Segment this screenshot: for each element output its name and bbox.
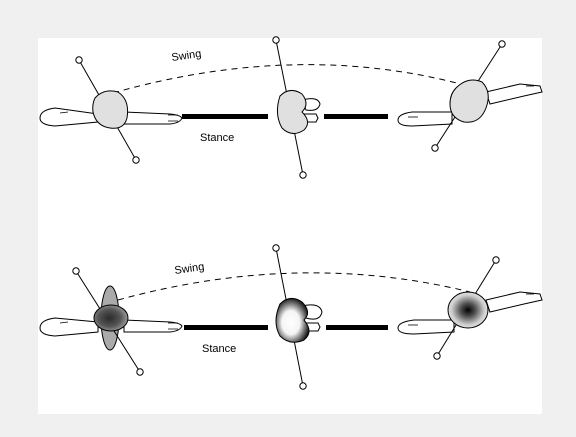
swimmer-left <box>39 56 183 164</box>
arm-left-extended <box>39 317 99 337</box>
arm-left-extended <box>397 111 453 127</box>
arm-right-extended <box>123 111 183 125</box>
stance-label: Stance <box>200 132 234 144</box>
arm-right-extended <box>485 83 543 105</box>
stance-label: Stance <box>202 343 236 355</box>
bottom-panel: Swing Stance <box>39 244 543 390</box>
axis-endpoint-bottom <box>136 368 144 376</box>
axis-endpoint-top <box>72 267 80 275</box>
swimmer-middle <box>272 36 321 179</box>
stance-bar-left <box>184 325 268 330</box>
arm-right-extended <box>123 319 183 333</box>
swimmer-bottom-left <box>39 267 183 376</box>
top-panel: Swing Stance <box>39 36 543 179</box>
hand-lines <box>168 114 178 122</box>
axis-endpoint-top <box>498 40 506 48</box>
head <box>301 98 321 111</box>
swimmer-bottom-right <box>397 256 543 360</box>
hand-lines <box>168 322 178 330</box>
torso <box>93 304 129 332</box>
swing-label: Swing <box>174 261 205 277</box>
swimmer-bottom-middle <box>272 244 323 390</box>
axis-endpoint-top <box>272 244 280 252</box>
stance-bar-right <box>324 114 388 119</box>
swimmer-right <box>397 40 543 152</box>
arm-left-extended <box>39 107 99 127</box>
arm-crease <box>59 111 69 114</box>
axis-endpoint-bottom <box>132 156 140 164</box>
axis-endpoint-bottom <box>299 382 307 390</box>
axis-endpoint-bottom <box>299 171 307 179</box>
axis-endpoint-bottom <box>433 352 441 360</box>
torso <box>275 298 310 343</box>
torso <box>92 90 129 129</box>
swing-arc <box>112 64 469 94</box>
arm-right-extended <box>485 291 543 313</box>
swing-arc <box>117 272 471 301</box>
axis-endpoint-bottom <box>431 144 439 152</box>
axis-endpoint-top <box>492 256 500 264</box>
axis-endpoint-top <box>272 36 280 44</box>
arm-left-extended <box>397 319 455 335</box>
swing-label: Swing <box>171 48 202 64</box>
stance-bar-right <box>326 325 388 330</box>
hand-stub <box>306 322 321 332</box>
torso <box>449 79 489 123</box>
torso <box>276 90 308 134</box>
arm-crease <box>59 321 69 324</box>
axis-endpoint-top <box>75 56 83 64</box>
torso <box>447 291 489 329</box>
stance-bar-left <box>182 114 268 119</box>
